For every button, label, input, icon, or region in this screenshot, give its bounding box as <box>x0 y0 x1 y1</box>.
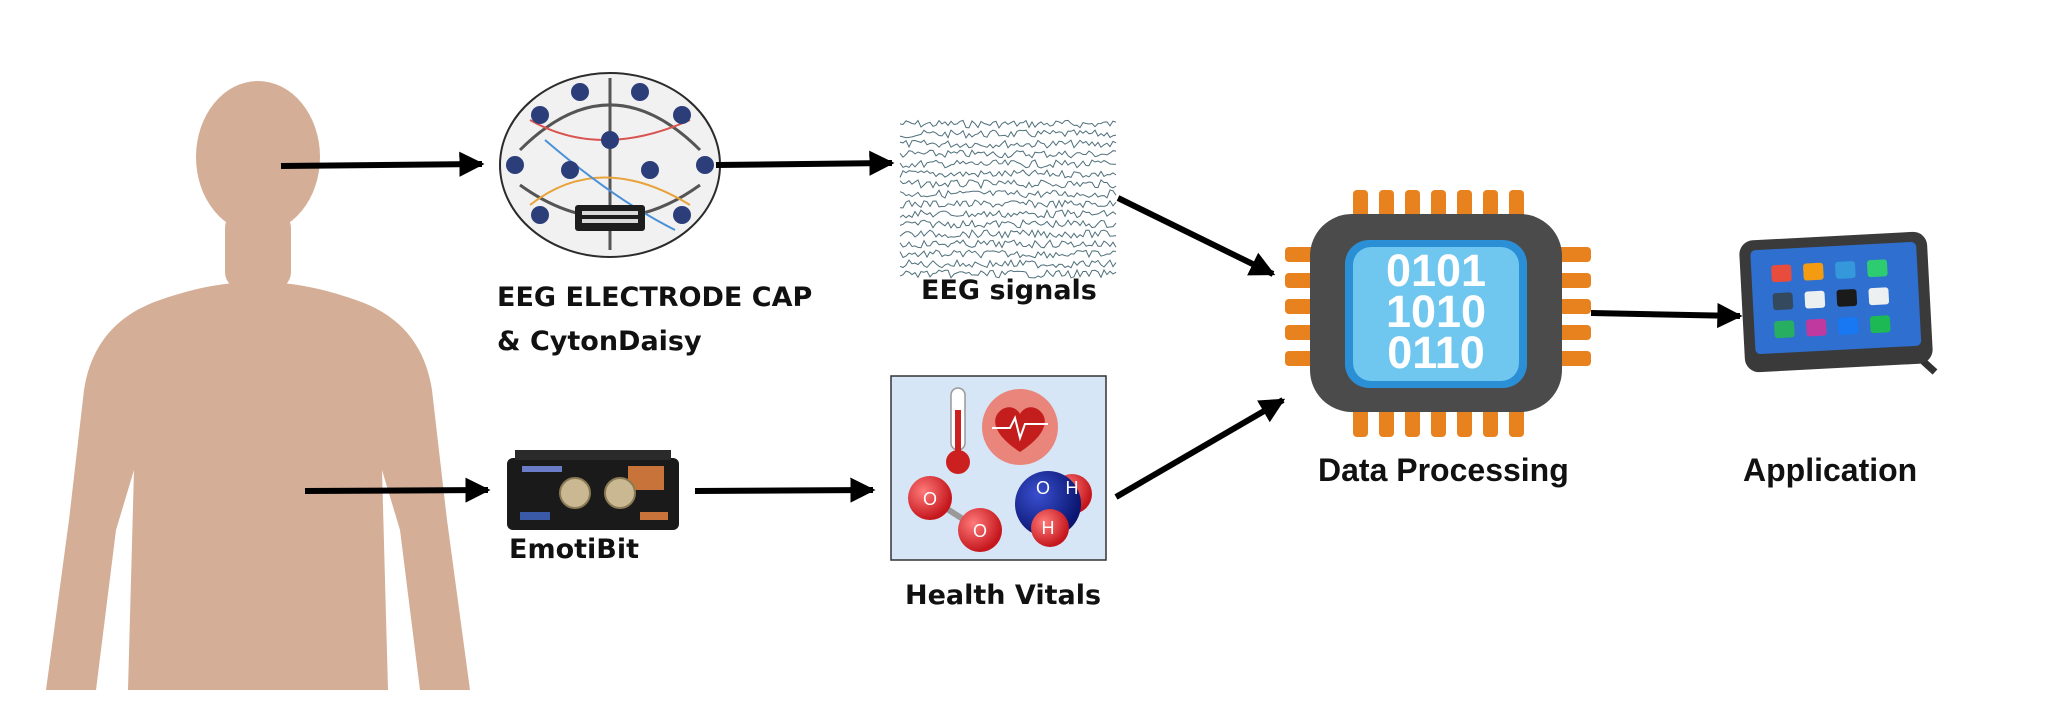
eeg-trace <box>899 219 1117 229</box>
atom-label: H <box>1042 518 1055 538</box>
arrow-body-to-emotibit <box>304 477 491 503</box>
eeg-trace <box>899 159 1117 169</box>
arrow-cap-to-eeg <box>715 150 895 176</box>
health-vitals-label: Health Vitals <box>905 580 1102 611</box>
eeg-trace <box>899 258 1117 269</box>
eeg-trace <box>899 268 1117 279</box>
eeg-cap-label-line2: & CytonDaisy <box>497 326 702 357</box>
eeg-cap-label-line1: EEG ELECTRODE CAP <box>497 282 813 313</box>
thermometer-icon <box>946 387 970 474</box>
atom-label: O <box>1036 478 1050 498</box>
eeg-trace <box>899 199 1117 210</box>
processor-chip-icon: 0101 1010 0110 <box>1285 190 1591 437</box>
arrow-emotibit-to-vitals <box>694 477 876 503</box>
oxygen-molecule-icon: O O <box>908 476 1002 552</box>
eeg-signals-label: EEG signals <box>921 275 1097 306</box>
eeg-trace <box>899 249 1117 259</box>
eeg-signals-icon <box>899 119 1117 279</box>
eeg-trace <box>899 119 1117 129</box>
tablet-icon <box>1739 231 1938 375</box>
arrow-chip-to-tablet <box>1590 302 1743 329</box>
arrow-vitals-to-chip <box>1114 397 1286 500</box>
eeg-trace <box>899 209 1117 219</box>
binary-row: 0101 <box>1386 245 1486 296</box>
human-silhouette <box>46 81 470 690</box>
data-processing-label: Data Processing <box>1318 452 1569 488</box>
application-label: Application <box>1743 452 1918 488</box>
eeg-trace <box>899 189 1117 199</box>
arrow-head-to-cap <box>280 151 485 177</box>
heart-rate-icon <box>982 389 1058 465</box>
binary-row: 0110 <box>1387 327 1485 378</box>
eeg-trace <box>899 229 1117 239</box>
water-molecule-icon: O H H <box>1015 471 1092 547</box>
arrow-eeg-to-chip <box>1116 195 1276 277</box>
emotibit-label: EmotiBit <box>509 534 640 565</box>
eeg-trace <box>899 169 1117 179</box>
eeg-trace <box>899 129 1117 139</box>
eeg-trace <box>899 139 1117 149</box>
health-vitals-icon: O O O H H <box>890 375 1107 561</box>
eeg-trace <box>899 239 1117 249</box>
eeg-trace <box>899 149 1117 159</box>
atom-label: H <box>1066 478 1079 498</box>
eeg-cap-icon <box>499 72 721 258</box>
emotibit-board-icon <box>507 450 679 530</box>
atom-label: O <box>923 489 937 509</box>
binary-row: 1010 <box>1386 286 1486 337</box>
atom-label: O <box>973 521 987 541</box>
eeg-trace <box>899 179 1117 190</box>
flow-arrows <box>280 150 1743 503</box>
